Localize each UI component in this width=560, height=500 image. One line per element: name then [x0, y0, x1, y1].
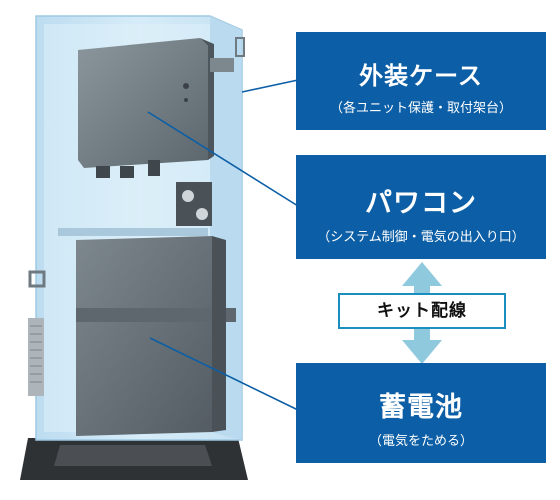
battery-unit	[76, 236, 236, 436]
label-kit-wiring: キット配線	[338, 293, 506, 329]
label-power-conditioner-title: パワコン	[365, 188, 477, 219]
base-stand	[20, 438, 248, 480]
label-battery-title: 蓄電池	[379, 392, 463, 423]
leader-lines	[147, 79, 299, 411]
label-battery-subtitle: （電気をためる）	[368, 434, 473, 449]
label-outer-case: 外装ケース （各ユニット保護・取付架台）	[296, 32, 546, 130]
label-power-conditioner-subtitle: （システム制御・電気の出入り口）	[317, 230, 525, 245]
handle-icon	[28, 37, 245, 288]
shelf	[58, 228, 208, 236]
label-outer-case-subtitle: （各ユニット保護・取付架台）	[329, 101, 512, 116]
label-outer-case-title: 外装ケース	[359, 62, 483, 90]
power-conditioner-unit	[78, 38, 234, 178]
vent-icon	[28, 318, 44, 396]
connector-panel	[176, 182, 212, 226]
label-battery: 蓄電池 （電気をためる）	[296, 363, 546, 463]
label-power-conditioner: パワコン （システム制御・電気の出入り口）	[296, 155, 546, 259]
